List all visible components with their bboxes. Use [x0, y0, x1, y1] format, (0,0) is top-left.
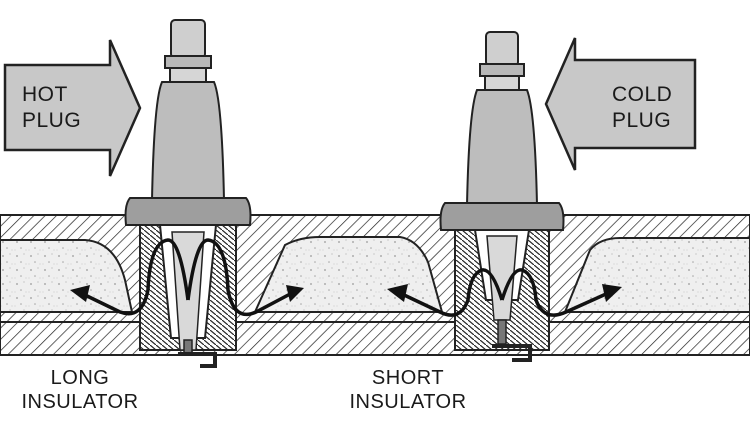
hot-plug-label-line-2: PLUG [22, 109, 82, 132]
short-insulator-line-1: SHORT [371, 367, 445, 389]
cold-plug-label-line-1: COLD [612, 83, 673, 106]
hot-spark-plug [70, 19, 304, 368]
cold-spark-plug [387, 31, 622, 362]
long-insulator-line-1: LONG [50, 367, 110, 389]
cylinder-head-section [0, 214, 750, 356]
hot-plug-label: HOT PLUG [22, 82, 108, 134]
cold-plug-arrow [544, 37, 697, 171]
long-insulator-caption: LONG INSULATOR [2, 366, 158, 414]
cold-plug-label: COLD PLUG [612, 82, 692, 134]
cold-plug-label-line-2: PLUG [612, 109, 672, 132]
long-insulator-line-2: INSULATOR [21, 391, 139, 413]
hot-plug-arrow [3, 39, 142, 177]
short-insulator-line-2: INSULATOR [349, 391, 467, 413]
hot-plug-label-line-1: HOT [22, 83, 68, 106]
short-insulator-caption: SHORT INSULATOR [330, 366, 486, 414]
